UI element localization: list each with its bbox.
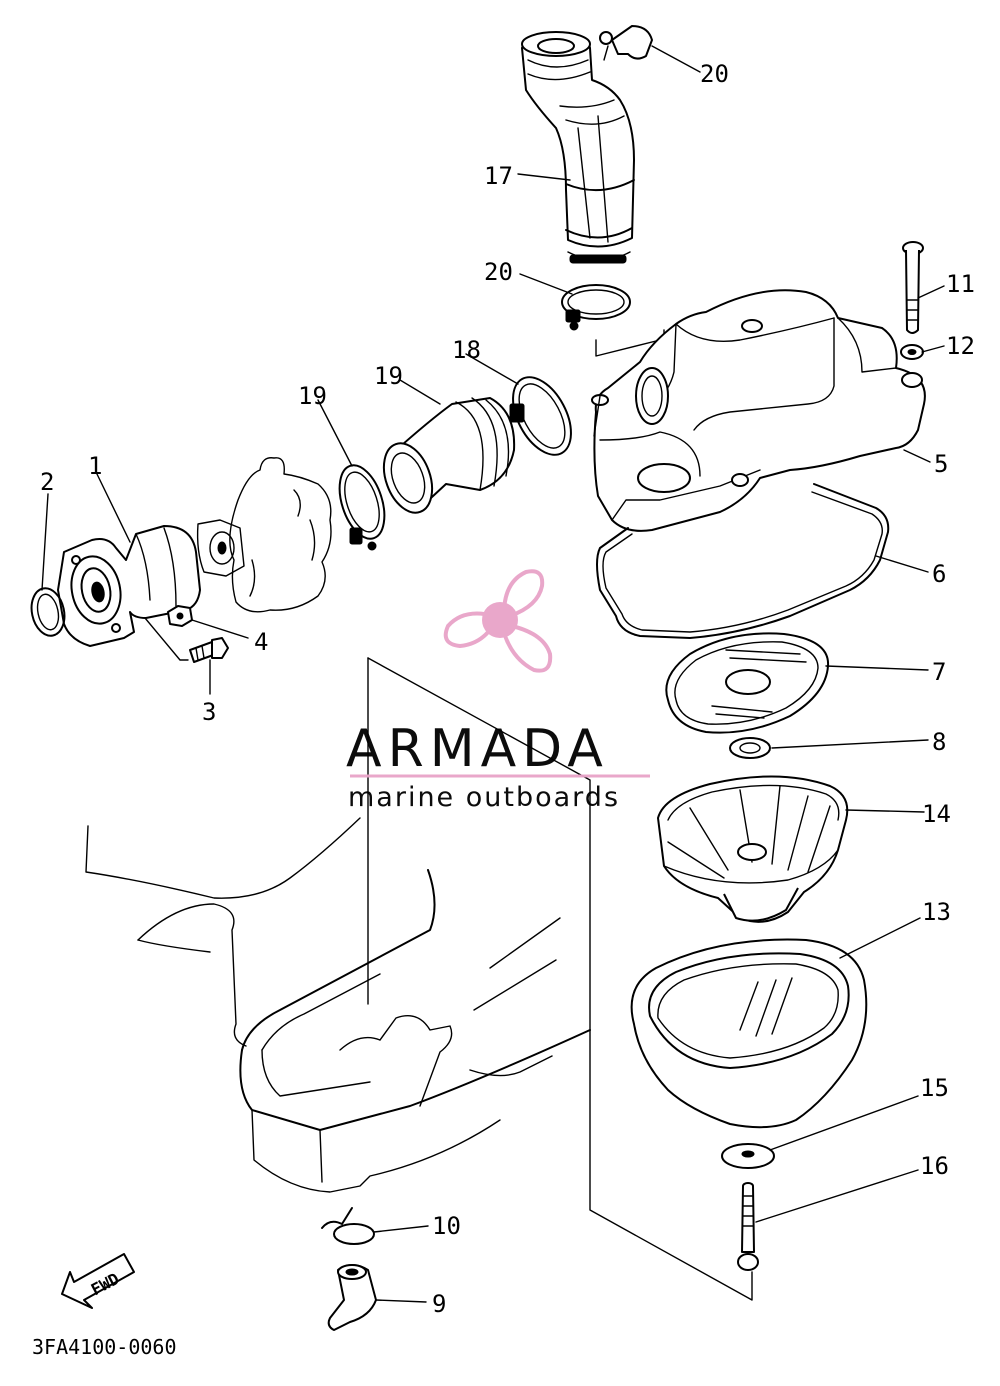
part-14-element-holder	[657, 775, 849, 923]
part-17-intake-hose	[521, 31, 635, 264]
callout-15: 15	[920, 1074, 949, 1102]
hull-outline	[85, 817, 591, 1193]
callout-16: 16	[920, 1152, 949, 1180]
part-4-nut	[167, 605, 193, 627]
watermark-title: ARMADA	[346, 719, 609, 779]
callout-1: 1	[88, 452, 102, 480]
callout-4: 4	[254, 628, 268, 656]
callout-12: 12	[946, 332, 975, 360]
callout-20-upper: 20	[484, 258, 513, 286]
part-20-middle-clamp	[338, 464, 386, 551]
part-15-grommet	[721, 1143, 775, 1169]
part-12-washer	[900, 344, 924, 360]
drawing-id: 3FA4100-0060	[32, 1335, 177, 1359]
callout-19: 19	[374, 362, 403, 390]
assembly-guide-lines	[139, 329, 753, 1301]
part-13-case-bottom	[630, 938, 868, 1129]
part-2-o-ring	[30, 587, 66, 637]
watermark-subtitle: marine outboards	[348, 782, 620, 813]
carburetor-outline	[196, 457, 332, 613]
part-19-joint	[382, 397, 516, 514]
callout-17: 17	[484, 162, 513, 190]
callout-6: 6	[932, 560, 946, 588]
propeller-logo-icon	[443, 569, 553, 673]
part-21-elbow-fitting	[599, 25, 653, 61]
part-9-drain-hose	[327, 1264, 377, 1331]
callout-13: 13	[922, 898, 951, 926]
callout-9: 9	[432, 1290, 446, 1318]
part-5-silencer-case	[591, 289, 926, 532]
callout-21: 20	[700, 60, 729, 88]
fwd-arrow-icon: FWD	[61, 1253, 135, 1309]
callout-11: 11	[946, 270, 975, 298]
callout-labels: 20 17 20 11 12 18 19 19 5 2 1 6 4 7 3 8 …	[40, 60, 975, 1318]
callout-5: 5	[934, 450, 948, 478]
callout-18: 18	[452, 336, 481, 364]
part-10-clip	[321, 1207, 375, 1245]
part-18-clamp	[509, 376, 572, 456]
part-1-intake-manifold	[57, 525, 201, 647]
callout-8: 8	[932, 728, 946, 756]
part-3-bolt	[189, 637, 229, 663]
callout-14: 14	[922, 800, 951, 828]
armada-watermark: ARMADA marine outboards	[346, 569, 650, 813]
callout-10: 10	[432, 1212, 461, 1240]
callout-7: 7	[932, 658, 946, 686]
part-7-filter-element	[665, 632, 830, 734]
part-6-gasket	[596, 483, 890, 639]
part-8-clip	[729, 737, 771, 759]
part-11-bolt	[902, 241, 924, 334]
callout-2: 2	[40, 468, 54, 496]
part-20-upper-hose-clamp	[561, 284, 631, 331]
leader-lines	[41, 45, 945, 1303]
callout-20-middle: 19	[298, 382, 327, 410]
callout-3: 3	[202, 698, 216, 726]
part-16-bolt	[737, 1182, 759, 1271]
